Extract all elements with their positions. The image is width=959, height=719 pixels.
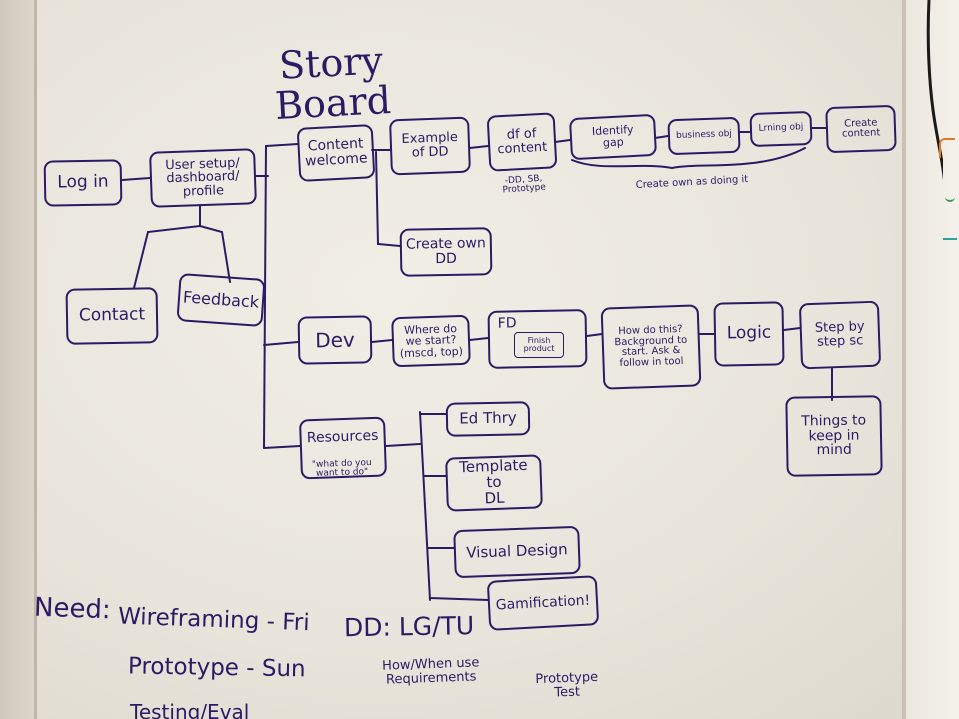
node-example-dd: Example of DD: [389, 116, 471, 176]
node-logic: Logic: [713, 301, 785, 367]
node-df-content: df of content: [486, 112, 558, 172]
node-ed-theory: Ed Thry: [445, 401, 531, 437]
node-identify-gap: Identify gap: [568, 113, 658, 161]
node-how-do-this: How do this? Background to start. Ask & …: [600, 304, 702, 390]
node-template-dl: Template to DL: [445, 454, 543, 512]
node-learning-obj: Lrning obj: [749, 110, 813, 148]
node-visual-design: Visual Design: [453, 525, 581, 579]
marker-trace-teal: [943, 238, 957, 240]
prototype-test: Prototype Test: [535, 669, 599, 701]
need-prototype: Prototype - Sun: [127, 653, 306, 683]
storyboard-title: Story Board: [273, 38, 393, 128]
right-wall: [905, 0, 959, 719]
node-fd-label: FD: [497, 315, 517, 332]
need-label: Need:: [33, 592, 112, 626]
node-content-welcome: Content welcome: [296, 124, 376, 182]
node-gamification: Gamification!: [486, 575, 600, 631]
left-wall: [0, 0, 36, 719]
need-testing: Testing/Eval: [130, 700, 250, 719]
marker-trace-orange: [939, 138, 955, 158]
node-business-obj: business obj: [667, 116, 741, 156]
node-things-in-mind: Things to keep in mind: [785, 395, 883, 477]
node-feedback: Feedback: [176, 273, 266, 327]
marker-trace-green: [945, 192, 955, 202]
node-create-content: Create content: [825, 104, 897, 154]
node-resources-label: Resources: [306, 427, 379, 447]
note-resources: "what do you want to do": [311, 457, 372, 480]
node-create-own-dd: Create own DD: [399, 227, 493, 277]
node-where-start: Where do we start? (mscd, top): [391, 314, 471, 368]
whiteboard-frame: [34, 0, 906, 719]
node-dev: Dev: [297, 315, 373, 365]
node-finish-product: Finish product: [514, 332, 564, 358]
node-user-setup: User setup/ dashboard/ profile: [149, 148, 257, 208]
hanging-cable: [926, 0, 943, 181]
node-step-by-step: Step by step sc: [798, 300, 882, 370]
dd-line: DD: LG/TU: [343, 611, 475, 643]
node-contact: Contact: [65, 287, 159, 345]
how-when-requirements: How/When use Requirements: [381, 655, 480, 688]
node-login: Log in: [43, 159, 123, 207]
